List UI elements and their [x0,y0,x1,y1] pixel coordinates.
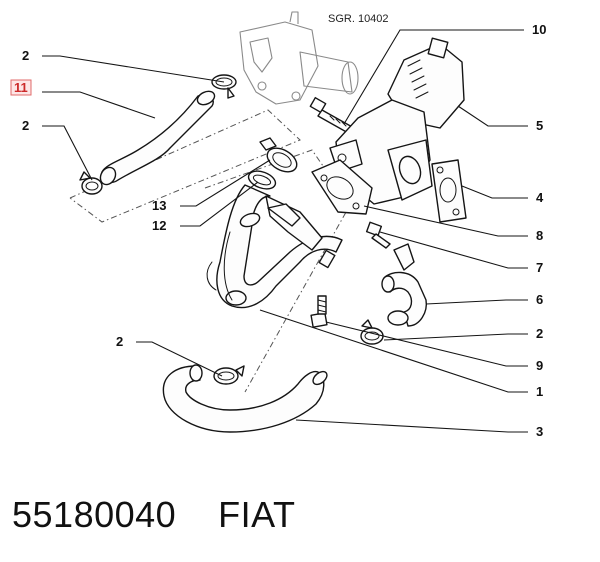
callout-2-right[interactable]: 2 [536,326,543,341]
callout-5[interactable]: 5 [536,118,543,133]
brand-name: FIAT [218,494,296,535]
callout-2-top[interactable]: 2 [22,48,29,63]
part-footer: 55180040 FIAT [12,490,296,540]
part-number: 55180040 [12,494,177,535]
bolt-part-9 [310,295,328,328]
bolt-part-7 [365,221,391,249]
thermostat-housing-reference [239,11,359,105]
callout-11-highlight [10,79,32,96]
egr-pipe-part-1 [206,184,343,309]
cap-part-13 [259,137,298,173]
gasket-part-4 [431,159,467,223]
callout-6[interactable]: 6 [536,292,543,307]
callout-7[interactable]: 7 [536,260,543,275]
callout-10[interactable]: 10 [532,22,546,37]
exploded-parts-diagram: SGR. 10402 2 11 2 13 12 10 5 4 8 7 6 2 9… [10,11,546,439]
hose-clamp-right [360,319,384,345]
dashed-group-outlines [69,109,351,393]
callout-2-left[interactable]: 2 [22,118,29,133]
hose-clamp-top [211,74,237,99]
leader-lines [42,29,528,433]
gasket-part-8 [311,159,373,215]
callout-3[interactable]: 3 [536,424,543,439]
hose-clamp-bottom [213,365,245,385]
callout-11[interactable]: 11 [14,80,28,95]
reference-label: SGR. 10402 [328,13,389,25]
hose-part-3 [162,364,328,433]
callout-4[interactable]: 4 [536,190,544,205]
hose-clamp-left [79,171,103,195]
callout-2-bottom[interactable]: 2 [116,334,123,349]
callout-1[interactable]: 1 [536,384,543,399]
callout-9[interactable]: 9 [536,358,543,373]
hose-part-11 [99,90,216,186]
callout-8[interactable]: 8 [536,228,543,243]
callout-12[interactable]: 12 [152,218,166,233]
callout-13[interactable]: 13 [152,198,166,213]
elbow-pipe-part-6 [381,243,427,327]
